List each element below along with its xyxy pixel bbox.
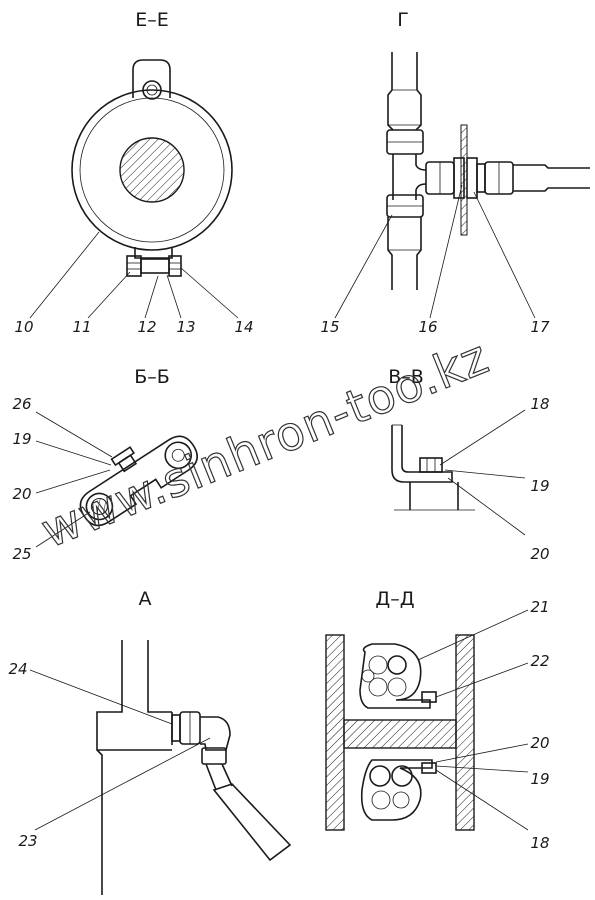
view-dd: Д–Д 21 22 20 19 18 (325, 588, 550, 852)
view-a: А 24 23 (8, 588, 292, 895)
callout-17: 17 (530, 318, 550, 336)
callout-24: 24 (8, 660, 27, 678)
view-bb: Б–Б 26 19 20 25 (12, 366, 198, 563)
view-dd-title: Д–Д (375, 588, 414, 610)
view-vv: В–В 18 19 20 (388, 366, 549, 563)
callout-18b: 18 (530, 834, 549, 852)
callout-11: 11 (72, 318, 91, 336)
watermark-text: www.sinhron-too.kz (34, 330, 497, 560)
callout-25: 25 (12, 545, 31, 563)
callout-19a: 19 (12, 430, 31, 448)
callout-20c: 20 (530, 734, 549, 752)
view-g: Г 15 16 17 (320, 9, 590, 336)
callout-23: 23 (18, 832, 37, 850)
view-a-title: А (139, 588, 152, 610)
callout-20b: 20 (530, 545, 549, 563)
callout-12: 12 (137, 318, 156, 336)
callout-15: 15 (320, 318, 339, 336)
callout-10: 10 (14, 318, 33, 336)
callout-14: 14 (234, 318, 253, 336)
callout-19c: 19 (530, 770, 549, 788)
callout-20a: 20 (12, 485, 31, 503)
view-ee: Е–Е 10 11 12 13 14 (14, 9, 253, 336)
callout-16: 16 (418, 318, 437, 336)
callout-19b: 19 (530, 477, 549, 495)
view-g-title: Г (397, 9, 409, 31)
view-bb-title: Б–Б (134, 366, 170, 388)
callout-18a: 18 (530, 395, 549, 413)
callout-26: 26 (12, 395, 31, 413)
callout-13: 13 (176, 318, 195, 336)
callout-21: 21 (530, 598, 549, 616)
view-ee-title: Е–Е (135, 9, 169, 31)
view-vv-title: В–В (388, 366, 424, 388)
callout-22: 22 (530, 652, 549, 670)
